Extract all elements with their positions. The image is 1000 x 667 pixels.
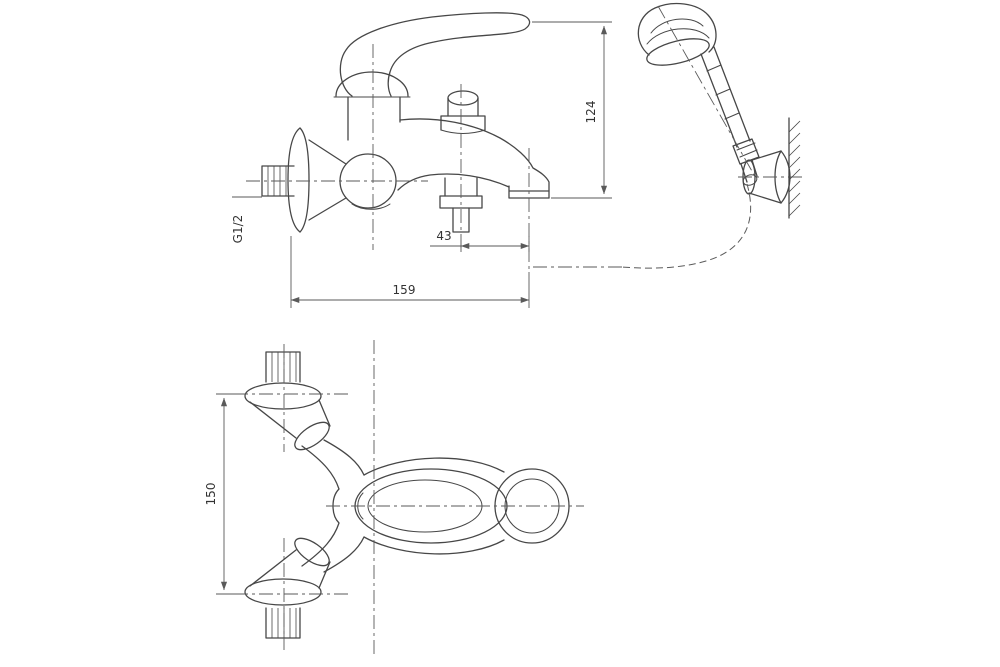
dim-159-label: 159 xyxy=(393,283,416,297)
plan-view-centerlines xyxy=(234,340,584,658)
lever-handle-outline xyxy=(339,12,531,97)
shower-axis-centerline xyxy=(657,5,758,181)
ext-line xyxy=(216,393,246,595)
dimension-159: 159 xyxy=(290,236,530,308)
ext-line xyxy=(460,236,530,252)
supply-stem xyxy=(261,165,295,197)
bracket-cone xyxy=(748,150,782,204)
deck-bottom xyxy=(363,536,505,555)
spout-underside xyxy=(397,173,510,191)
wall-flange xyxy=(261,127,347,233)
flange-disc-inner xyxy=(299,127,310,233)
mixer-body xyxy=(339,96,401,210)
spout-top-edge xyxy=(399,118,550,199)
shower-face xyxy=(646,38,710,66)
shower-head-bell xyxy=(637,2,717,56)
side-elevation-view xyxy=(246,12,550,270)
wall-bracket xyxy=(738,117,802,219)
dimension-43: 43 xyxy=(430,229,530,252)
dim-124-label: 124 xyxy=(584,101,598,124)
ext-line xyxy=(290,236,530,308)
hose-dashed-curve xyxy=(621,183,752,269)
plan-bottom-flange xyxy=(244,537,331,639)
diverter-knob-top xyxy=(440,90,486,134)
flange-neck xyxy=(294,537,330,567)
dimension-124: 124 xyxy=(532,21,612,199)
stem-thread-hatch xyxy=(271,352,297,382)
arm-top-inner xyxy=(323,439,365,476)
stem xyxy=(265,607,301,639)
shower-hose xyxy=(531,183,752,269)
arm-bottom-inner xyxy=(323,536,365,573)
handle-end-cap xyxy=(732,138,760,165)
lever-handle xyxy=(333,12,531,98)
side-view-centerlines xyxy=(246,44,530,270)
thread-size-label: G1/2 xyxy=(231,215,245,244)
flange-neck xyxy=(294,421,330,451)
wall-hatching xyxy=(788,120,801,217)
dimension-150: 150 xyxy=(204,393,246,595)
stem xyxy=(265,351,301,383)
handle-dome xyxy=(335,71,409,97)
flange-disc xyxy=(244,578,322,606)
flange-disc-outer xyxy=(287,127,301,233)
spout xyxy=(397,118,550,199)
flange-disc xyxy=(244,382,322,410)
flange-cone xyxy=(308,139,347,221)
shower-handle xyxy=(700,46,760,186)
shower-head xyxy=(637,2,717,66)
dim-150-label: 150 xyxy=(204,483,218,506)
flange-cone xyxy=(249,399,331,439)
ext-line xyxy=(532,21,612,199)
hand-shower xyxy=(531,2,802,269)
plan-top-flange xyxy=(244,351,331,451)
deck-top xyxy=(363,457,505,476)
plan-view: 150 xyxy=(204,340,584,658)
dim-43-label: 43 xyxy=(436,229,451,243)
thread-label: G1/2 xyxy=(231,196,262,244)
flange-cone xyxy=(249,549,331,589)
shower-head-ridges xyxy=(646,18,710,45)
